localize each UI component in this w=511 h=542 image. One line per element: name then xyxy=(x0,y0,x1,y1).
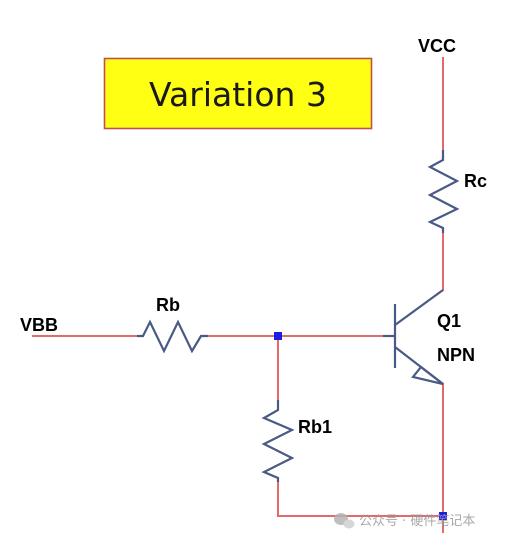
npn-transistor xyxy=(383,289,444,386)
npn-label: NPN xyxy=(437,345,475,365)
rb-resistor xyxy=(137,319,208,354)
rb1-bottom-wire xyxy=(277,481,444,517)
rb1-resistor xyxy=(261,400,295,482)
rb-label: Rb xyxy=(156,295,180,315)
title-background xyxy=(103,57,373,130)
vcc-label: VCC xyxy=(418,36,456,56)
transistor-collector xyxy=(394,289,444,326)
emitter-arrow xyxy=(411,365,444,386)
watermark-text: 公众号 · 硬件笔记本 xyxy=(359,513,475,529)
wechat-icon xyxy=(334,513,355,529)
wires xyxy=(32,57,444,533)
q1-label: Q1 xyxy=(437,311,461,331)
watermark: 公众号 · 硬件笔记本 xyxy=(334,513,475,529)
rc-label: Rc xyxy=(464,171,487,191)
title-text: Variation 3 xyxy=(149,75,327,114)
vbb-label: VBB xyxy=(20,315,58,335)
emitter-junction-dot xyxy=(439,512,447,520)
rb1-label: Rb1 xyxy=(298,417,332,437)
title-box: Variation 3 xyxy=(103,57,373,130)
rc-resistor xyxy=(427,150,460,233)
base-junction-dot xyxy=(274,332,282,340)
